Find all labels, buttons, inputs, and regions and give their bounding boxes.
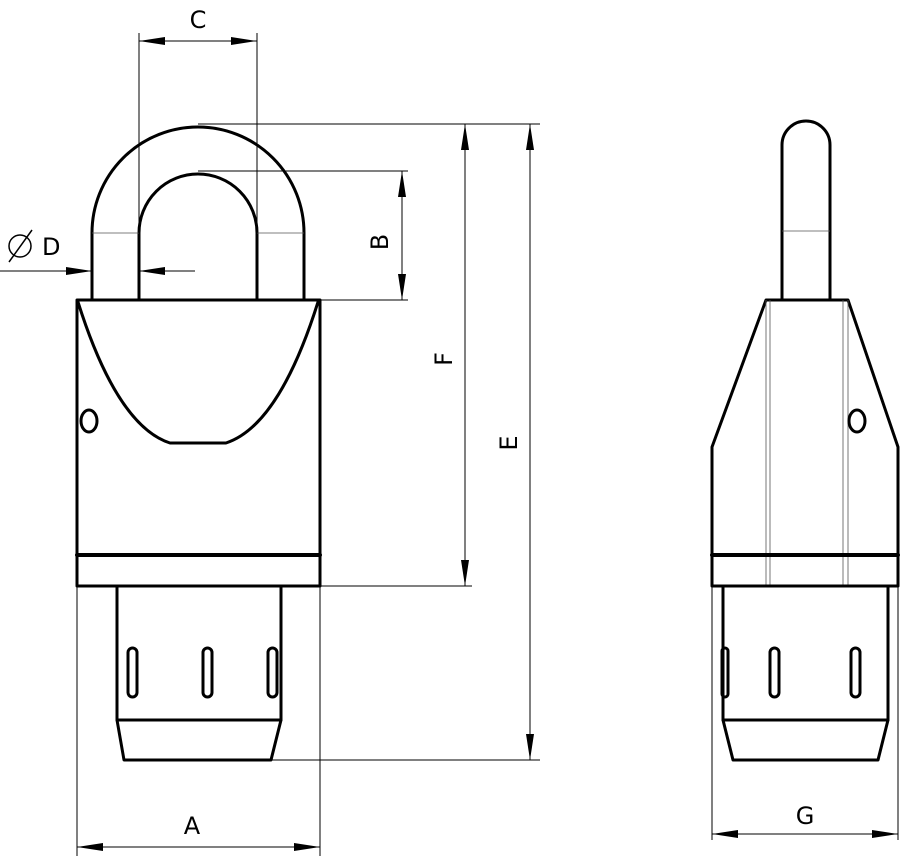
side-shackle xyxy=(780,119,832,302)
dimension-d: D xyxy=(0,229,195,275)
lock-body xyxy=(75,298,322,588)
side-lock-body xyxy=(710,298,900,588)
cylinder xyxy=(115,584,283,762)
dimension-label-f: F xyxy=(430,352,458,366)
side-view: G xyxy=(710,119,900,840)
dimension-b: B xyxy=(198,170,408,301)
dimension-label-e: E xyxy=(495,435,523,450)
diameter-symbol-icon xyxy=(8,229,33,263)
dimension-g: G xyxy=(711,586,899,840)
dimension-label-a: A xyxy=(184,812,201,840)
side-cylinder xyxy=(720,584,890,762)
dimension-e: E xyxy=(271,124,540,761)
dimension-label-b: B xyxy=(366,234,394,250)
dimension-label-c: C xyxy=(190,6,207,34)
dimension-label-d: D xyxy=(42,233,60,261)
shackle xyxy=(90,125,306,302)
dimension-a: A xyxy=(76,586,321,856)
front-view: C D B xyxy=(0,6,540,856)
dimension-c: C xyxy=(138,6,258,233)
dimension-label-g: G xyxy=(796,802,815,830)
dimension-f: F xyxy=(198,123,540,587)
